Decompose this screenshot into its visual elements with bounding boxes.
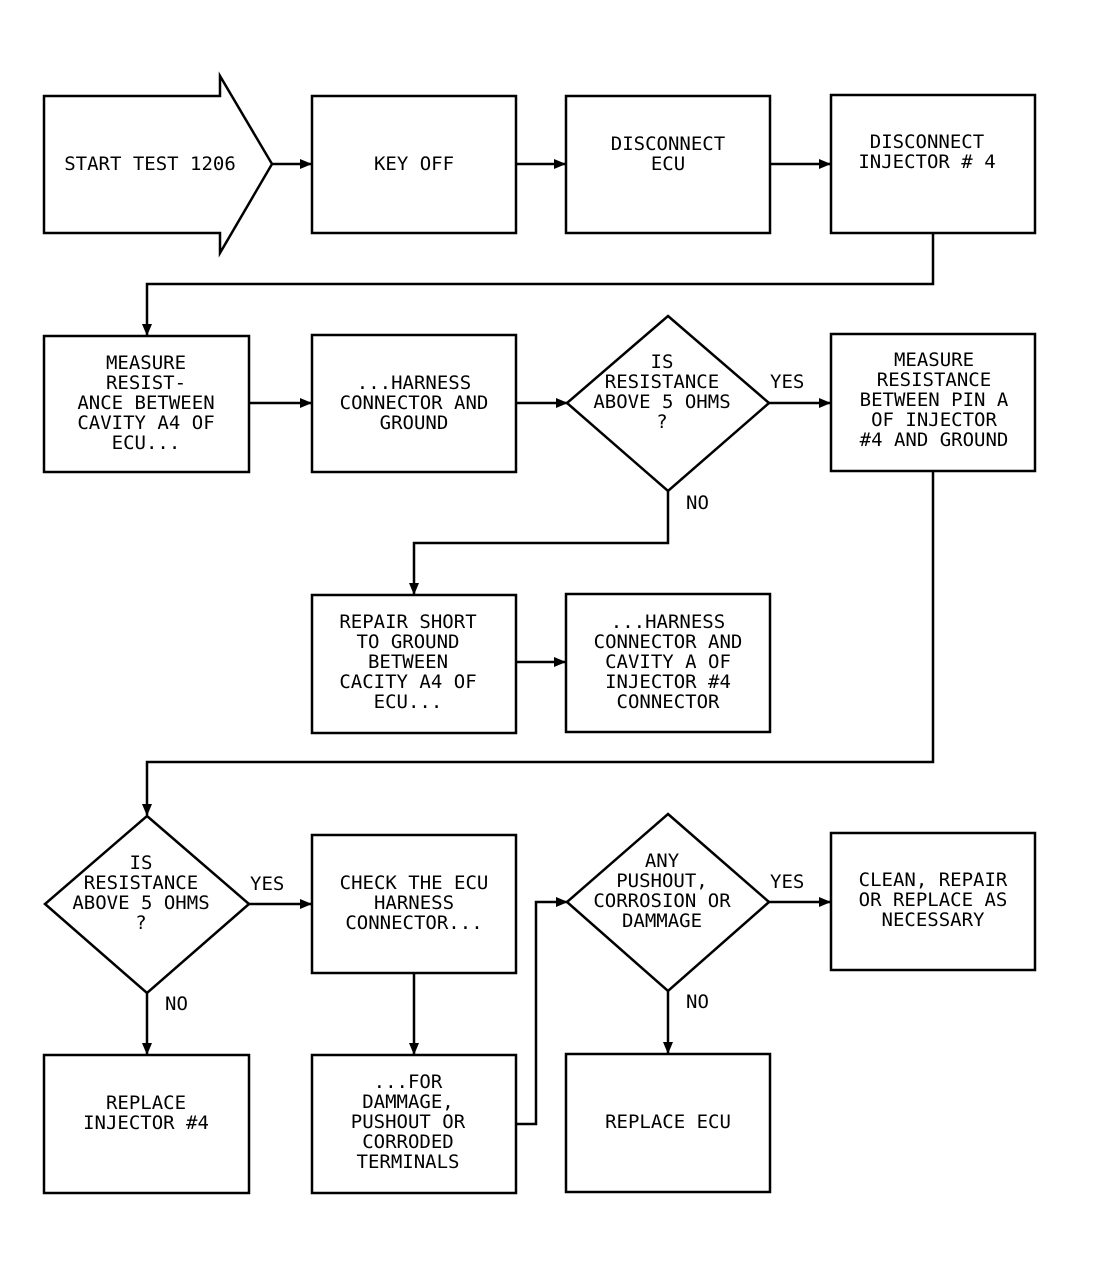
- node-text-line: INJECTOR #4: [83, 1112, 209, 1134]
- node-text-line: CACITY A4 OF: [339, 671, 476, 693]
- node-text-line: PUSHOUT,: [616, 870, 708, 892]
- edge-measure2-decision2: [142, 471, 935, 816]
- node-text-line: START TEST 1206: [64, 153, 236, 175]
- node-text-line: CONNECTOR AND: [340, 392, 489, 414]
- node-text-line: REPLACE ECU: [605, 1111, 731, 1133]
- node-text-line: RESISTANCE: [877, 369, 991, 391]
- node-text-line: RESIST-: [106, 372, 186, 394]
- node-text-line: ...FOR: [374, 1071, 443, 1093]
- label-decision3-yes: YES: [770, 871, 804, 893]
- node-text-line: PUSHOUT OR: [351, 1111, 466, 1133]
- node-text-line: TO GROUND: [357, 631, 460, 653]
- node-text-line: RESISTANCE: [605, 371, 719, 393]
- label-decision2-no: NO: [165, 993, 188, 1015]
- node-text-line: CORRODED: [362, 1131, 454, 1153]
- node-text-line: CONNECTOR: [617, 691, 721, 713]
- edges: [142, 159, 935, 1126]
- node-text-line: HARNESS: [374, 892, 454, 914]
- node-text-line: IS: [651, 351, 674, 373]
- node-text-line: ...HARNESS: [611, 611, 725, 633]
- node-text-line: TERMINALS: [357, 1151, 460, 1173]
- node-text-line: CAVITY A OF: [605, 651, 731, 673]
- node-text-line: DISCONNECT: [611, 133, 725, 155]
- label-decision1-no: NO: [686, 492, 709, 514]
- node-text-line: ECU: [651, 153, 685, 175]
- node-text-line: ?: [656, 411, 667, 433]
- edge-decision1-no: [409, 491, 670, 595]
- node-text-line: ANCE BETWEEN: [77, 392, 214, 414]
- node-text-line: CONNECTOR...: [345, 912, 482, 934]
- node-text-line: ECU...: [374, 691, 443, 713]
- node-text-line: OR REPLACE AS: [859, 889, 1008, 911]
- label-decision2-yes: YES: [250, 873, 284, 895]
- node-text-line: OF INJECTOR: [871, 409, 997, 431]
- node-text-line: GROUND: [380, 412, 449, 434]
- node-text-line: #4 AND GROUND: [860, 429, 1009, 451]
- node-text-line: BETWEEN: [368, 651, 448, 673]
- node-text-line: INJECTOR # 4: [858, 151, 995, 173]
- node-text-line: ...HARNESS: [357, 372, 471, 394]
- node-text-line: IS: [130, 852, 153, 874]
- node-text-line: DAMMAGE: [622, 910, 702, 932]
- label-decision1-yes: YES: [770, 371, 804, 393]
- node-text-line: NECESSARY: [882, 909, 986, 931]
- node-text-line: BETWEEN PIN A: [860, 389, 1009, 411]
- node-text-line: REPLACE: [106, 1092, 186, 1114]
- node-text-line: CAVITY A4 OF: [77, 412, 214, 434]
- node-text-line: DISCONNECT: [870, 131, 984, 153]
- node-text-line: ANY: [645, 850, 680, 872]
- node-text-line: REPAIR SHORT: [339, 611, 476, 633]
- node-text-line: ?: [135, 912, 146, 934]
- node-text-line: CLEAN, REPAIR: [859, 869, 1008, 891]
- edge-disc-inj-measure1: [142, 233, 935, 336]
- edge-for-damage-decision3: [516, 897, 568, 1126]
- node-replace-ecu: REPLACE ECU: [564, 1052, 772, 1194]
- node-start: START TEST 1206: [42, 71, 274, 258]
- node-key-off: KEY OFF: [310, 94, 518, 235]
- node-text-line: DAMMAGE,: [362, 1091, 454, 1113]
- node-text-line: MEASURE: [894, 349, 974, 371]
- node-text-line: ECU...: [112, 432, 181, 454]
- node-text-line: ABOVE 5 OHMS: [593, 391, 730, 413]
- node-check-ecu-connector: CHECK THE ECUHARNESSCONNECTOR...: [310, 833, 518, 975]
- node-text-line: INJECTOR #4: [605, 671, 731, 693]
- node-text-line: CONNECTOR AND: [594, 631, 743, 653]
- node-text-line: CHECK THE ECU: [340, 872, 489, 894]
- node-text-line: KEY OFF: [374, 153, 454, 175]
- node-text-line: CORROSION OR: [593, 890, 731, 912]
- node-text-line: MEASURE: [106, 352, 186, 374]
- node-text-line: ABOVE 5 OHMS: [72, 892, 209, 914]
- label-decision3-no: NO: [686, 991, 709, 1013]
- node-text-line: RESISTANCE: [84, 872, 198, 894]
